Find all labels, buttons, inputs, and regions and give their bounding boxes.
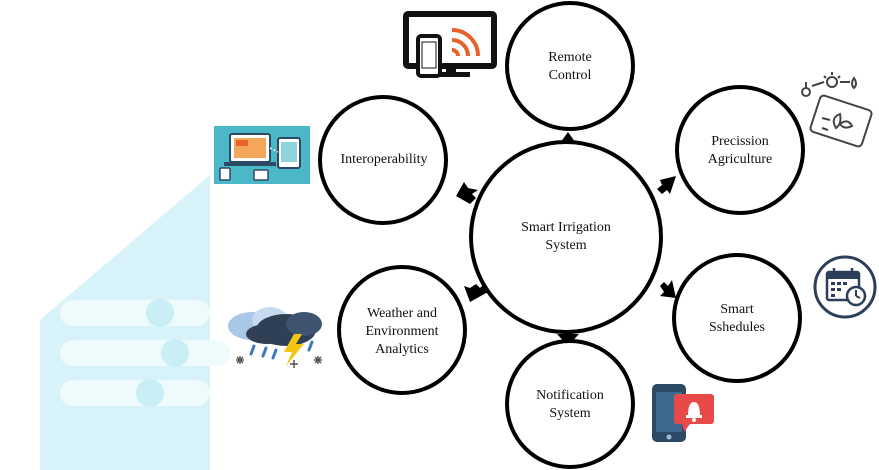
node-circle-weather-analytics xyxy=(337,265,467,395)
phone-bell-icon xyxy=(652,384,714,442)
node-circle-interoperability xyxy=(318,95,448,225)
calendar-clock-icon xyxy=(813,255,877,319)
node-circle-notification-system xyxy=(505,339,635,469)
storm-cloud-icon xyxy=(228,307,322,368)
arrow-to-weather-analytics xyxy=(464,284,488,302)
arrow-to-precision-agriculture xyxy=(657,176,676,194)
arrow-to-notification-system xyxy=(557,328,579,346)
devices-icon xyxy=(214,126,310,184)
sensor-plant-icon xyxy=(801,72,873,148)
tv-phone-wifi-icon xyxy=(403,11,497,78)
arrow-to-smart-schedules xyxy=(660,280,676,298)
connector-arrows xyxy=(456,132,676,346)
center-circle xyxy=(469,140,663,334)
node-circle-smart-schedules xyxy=(672,253,802,383)
node-circle-precision-agriculture xyxy=(675,85,805,215)
arrow-to-interoperability xyxy=(456,182,478,204)
node-circle-remote-control xyxy=(505,1,635,131)
